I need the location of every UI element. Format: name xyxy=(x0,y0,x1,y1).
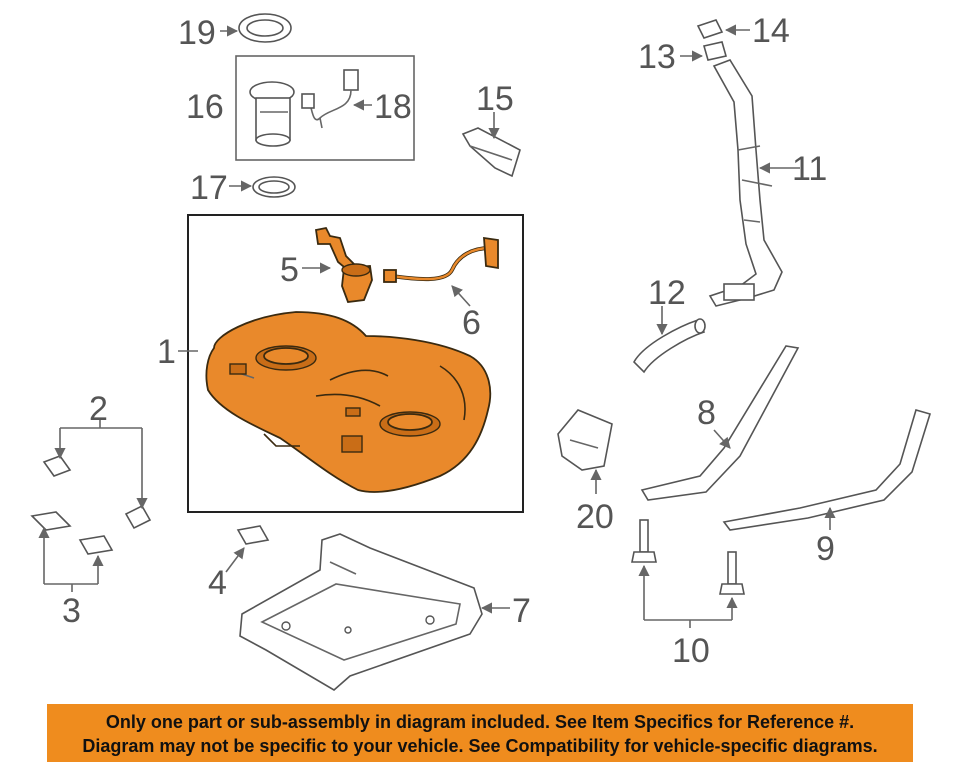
callout-10: 10 xyxy=(672,632,710,670)
lock-ring-19: 19 xyxy=(178,13,292,52)
fuel-pump-group-box: 16 18 xyxy=(186,55,415,161)
sending-unit-5: 5 xyxy=(280,226,373,303)
filler-hose-12: 12 xyxy=(633,274,706,374)
notice-line-2: Diagram may not be specific to your vehi… xyxy=(82,736,878,756)
bolts-10: 10 xyxy=(631,519,745,670)
filler-housing-15: 15 xyxy=(461,80,521,178)
callout-4: 4 xyxy=(208,564,227,602)
callout-18: 18 xyxy=(374,88,412,126)
heat-shield-7: 7 xyxy=(239,533,531,691)
callout-13: 13 xyxy=(638,38,676,76)
filler-pipe-11: 11 xyxy=(708,59,827,307)
tank-harness-6: 6 xyxy=(383,236,499,342)
insulators-2-3: 2 3 xyxy=(30,390,152,630)
callout-15: 15 xyxy=(476,80,514,118)
notice-line-1: Only one part or sub-assembly in diagram… xyxy=(105,712,855,732)
callout-12: 12 xyxy=(648,274,686,312)
fuel-tank-assembly-box: 5 6 1 xyxy=(157,214,524,513)
callout-8: 8 xyxy=(697,394,716,432)
tank-strap-8: 8 xyxy=(640,345,800,501)
callout-16: 16 xyxy=(186,88,224,126)
callout-11: 11 xyxy=(792,150,827,188)
insulator-4: 4 xyxy=(208,525,270,602)
filler-cap-14-13: 14 13 xyxy=(638,12,790,76)
callout-7: 7 xyxy=(512,592,531,630)
callout-17: 17 xyxy=(190,169,228,207)
callout-1: 1 xyxy=(157,333,176,371)
callout-19: 19 xyxy=(178,14,216,52)
gasket-17: 17 xyxy=(190,169,296,207)
callout-2: 2 xyxy=(89,390,108,428)
callout-14: 14 xyxy=(752,12,790,50)
tank-strap-9: 9 xyxy=(722,409,932,568)
bracket-20: 20 xyxy=(557,409,614,536)
wire-harness-18 xyxy=(301,69,372,129)
callout-9: 9 xyxy=(816,530,835,568)
callout-5: 5 xyxy=(280,251,299,289)
fuel-tank-1: 1 xyxy=(157,311,492,493)
callout-6: 6 xyxy=(462,304,481,342)
callout-20: 20 xyxy=(576,498,614,536)
fuel-pump-16 xyxy=(249,81,295,147)
notice-banner: Only one part or sub-assembly in diagram… xyxy=(47,704,913,762)
callout-3: 3 xyxy=(62,592,81,630)
